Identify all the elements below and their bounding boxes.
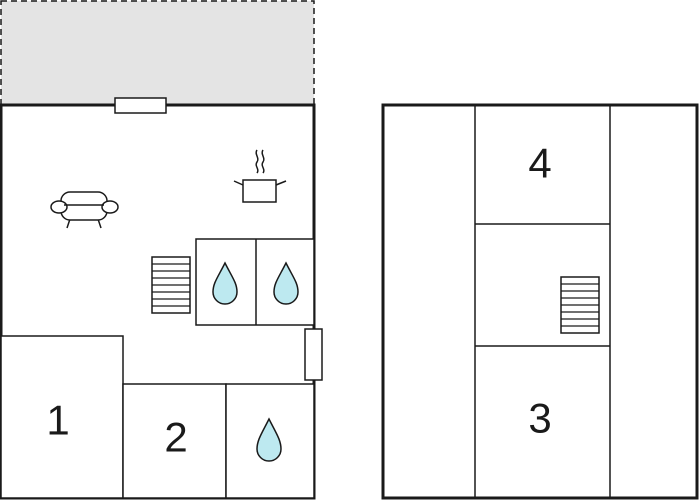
terrace-area bbox=[0, 0, 315, 106]
room-4-label: 4 bbox=[528, 140, 551, 187]
cooking-pot-icon bbox=[233, 149, 287, 203]
room-1 bbox=[0, 335, 124, 499]
water-drop-icon bbox=[212, 261, 238, 305]
door-icon bbox=[304, 328, 323, 381]
staircase-icon bbox=[560, 276, 600, 334]
room-2 bbox=[122, 383, 227, 499]
water-drop-icon bbox=[256, 417, 282, 462]
room-1-label: 1 bbox=[46, 397, 69, 444]
water-drop-icon bbox=[273, 261, 299, 305]
sofa-icon bbox=[50, 191, 119, 229]
upper-floor-plan: 4 3 bbox=[381, 103, 699, 500]
upper-floor-outline bbox=[381, 103, 699, 500]
room-3-label: 3 bbox=[528, 395, 551, 442]
room-2-label: 2 bbox=[164, 414, 187, 461]
window-icon bbox=[114, 97, 167, 114]
staircase-icon bbox=[151, 256, 191, 314]
ground-floor-plan: 1 2 bbox=[0, 97, 323, 500]
